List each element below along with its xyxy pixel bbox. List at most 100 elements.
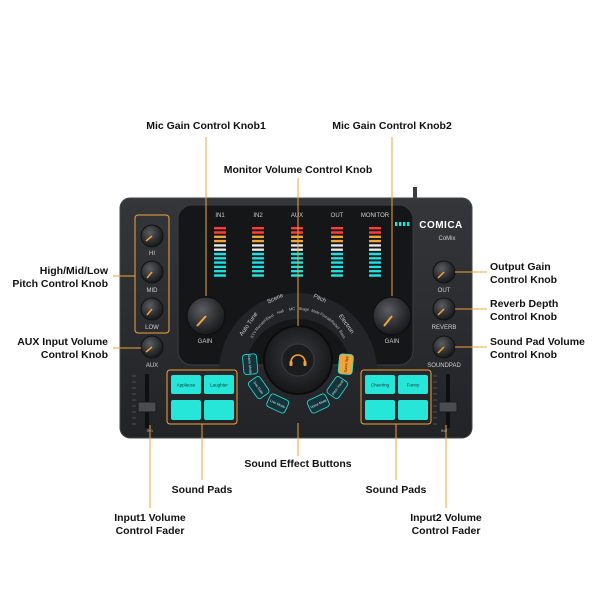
pad-applause [171, 375, 201, 394]
dial-preset-label: MC [289, 306, 296, 312]
sound-effect-button[interactable]: Pitch Vocal [326, 375, 349, 399]
channel-label-in1: IN1 [215, 213, 225, 219]
eq-label-low: LOW [145, 325, 159, 331]
led-segment [331, 252, 343, 256]
gain-label-left: GAIN [198, 339, 213, 345]
pad-left-3 [171, 400, 201, 420]
led-segment [214, 274, 226, 277]
channel-label-out: OUT [331, 213, 344, 219]
led-segment [252, 265, 264, 269]
pad-applause-label: Applause [177, 383, 196, 388]
channel-label-aux: AUX [291, 213, 303, 219]
led-segment [331, 257, 343, 260]
led-segment [291, 265, 303, 269]
led-segment [369, 274, 381, 277]
led-segment [331, 244, 343, 247]
eq-label-hi: HI [149, 251, 155, 257]
sound-effect-button[interactable]: Game Spy [337, 353, 354, 375]
pad-cheering [365, 375, 395, 394]
pad-right-3 [365, 400, 395, 420]
led-segment [331, 231, 343, 234]
sound-effect-button[interactable]: Game Mode [242, 353, 259, 375]
led-segment [369, 244, 381, 247]
led-segment [331, 274, 343, 277]
led-segment [369, 248, 381, 251]
sound-effect-button-label: Game Mode [247, 354, 253, 374]
led-segment [291, 235, 303, 238]
cable-connector [413, 187, 417, 199]
model-name: CoMix [438, 236, 455, 242]
callout-sound-pads-right: Sound Pads [365, 484, 427, 496]
led-segment [331, 265, 343, 269]
channel-label-in2: IN2 [253, 213, 263, 219]
led-segment [369, 265, 381, 269]
led-segment [369, 231, 381, 234]
dial-preset-label: Robot [330, 319, 342, 331]
led-segment [252, 235, 264, 238]
led-segment [252, 231, 264, 234]
callout-reverb-depth: Reverb Depth Control Knob [490, 298, 559, 323]
led-segment [291, 270, 303, 273]
led-segment [369, 235, 381, 238]
led-segment [214, 227, 226, 230]
led-segment [252, 248, 264, 251]
callout-input1-fader: Input1 Volume Control Fader [114, 512, 186, 537]
pad-funny [398, 375, 428, 394]
led-segment [331, 239, 343, 243]
led-segment [252, 274, 264, 277]
callout-mic-gain-2: Mic Gain Control Knob2 [332, 120, 452, 132]
sound-effect-button[interactable]: Live Mode [266, 393, 290, 414]
led-segment [291, 239, 303, 243]
led-segment [369, 252, 381, 256]
sound-effect-button[interactable]: Voice Mute [306, 393, 330, 414]
led-segment [252, 227, 264, 230]
callout-aux-volume: AUX Input Volume Control Knob [17, 336, 108, 361]
callout-mic-gain-1: Mic Gain Control Knob1 [146, 120, 266, 132]
led-segment [214, 270, 226, 273]
dial-preset-label: Hall [276, 308, 284, 315]
sound-effect-button-label: Game Spy [344, 356, 349, 373]
led-segment [369, 257, 381, 260]
led-segment [291, 248, 303, 251]
led-segment [214, 261, 226, 264]
callout-output-gain: Output Gain Control Knob [490, 261, 558, 286]
pad-cheering-label: Cheering [371, 383, 390, 388]
eq-knob-frame [134, 214, 170, 334]
led-segment [214, 231, 226, 234]
pad-left-4 [204, 400, 234, 420]
led-segment [369, 261, 381, 264]
callout-sound-pads-left: Sound Pads [171, 484, 233, 496]
led-segment [214, 239, 226, 243]
pad-right-4 [398, 400, 428, 420]
headphone-icon [289, 354, 307, 366]
led-segment [214, 235, 226, 238]
led-segment [369, 239, 381, 243]
led-segment [214, 257, 226, 260]
gain-label-right: GAIN [385, 339, 400, 345]
led-segment [291, 261, 303, 264]
led-segment [252, 252, 264, 256]
led-segment [331, 270, 343, 273]
callout-sound-effect-buttons: Sound Effect Buttons [244, 458, 352, 470]
monitor-dial-center [281, 343, 315, 377]
led-segment [214, 244, 226, 247]
led-segment [214, 252, 226, 256]
pad-laughter-label: Laughter [210, 383, 228, 388]
led-segment [252, 261, 264, 264]
pad-laughter [204, 375, 234, 394]
eq-label-mid: MID [147, 288, 159, 294]
soundpad-label: SOUNDPAD [427, 363, 461, 369]
led-segment [331, 235, 343, 238]
led-segment [291, 231, 303, 234]
led-segment [214, 265, 226, 269]
led-segment [214, 248, 226, 251]
led-segment [369, 227, 381, 230]
sound-effect-button[interactable]: Doc Gain [247, 375, 270, 399]
sound-effect-button-label: Voice Mute [310, 398, 327, 409]
callout-input2-fader: Input2 Volume Control Fader [410, 512, 482, 537]
status-led [395, 222, 398, 226]
channel-label-monitor: MONITOR [361, 213, 390, 219]
